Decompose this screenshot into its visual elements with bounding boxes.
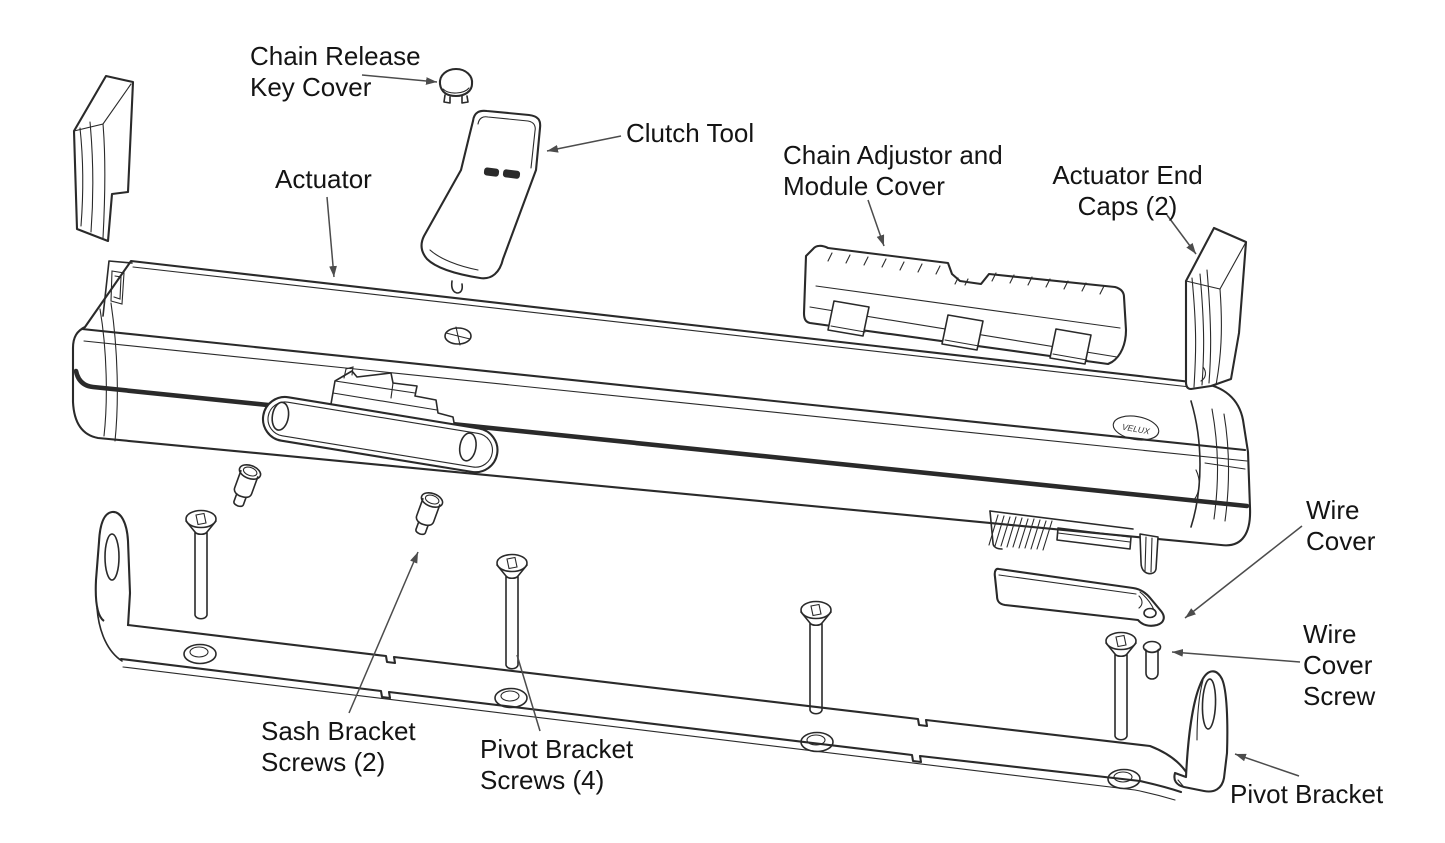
leader-actuator (326, 196, 337, 278)
sash-bracket (261, 395, 499, 474)
leader-pivot-bracket-screws (516, 654, 541, 732)
leader-wire-cover-screw (1171, 648, 1301, 663)
pivot-bracket-screw (185, 509, 217, 620)
wire-cover (993, 567, 1165, 627)
leader-chain-release-key-cover (361, 74, 438, 85)
actuator-end-cap-left (72, 74, 135, 243)
label-actuator: Actuator (275, 164, 372, 194)
label-chain-release-key-cover: Chain Release Key Cover (250, 41, 421, 102)
leader-wire-cover (1184, 525, 1303, 619)
pivot-bracket-left-ear (94, 510, 132, 627)
actuator-groove (73, 368, 1250, 509)
wire-cover-screw (1142, 640, 1162, 680)
label-actuator-end-caps: Actuator End Caps (2) (1052, 160, 1203, 221)
leader-chain-adjustor (867, 199, 885, 247)
cover-tab (827, 300, 870, 337)
leader-clutch-tool (546, 135, 622, 153)
label-pivot-bracket-screws: Pivot Bracket Screws (4) (480, 734, 634, 795)
cover-tab (1049, 328, 1092, 365)
cover-tab (941, 314, 984, 351)
chain-adjustor-module-cover (802, 244, 1128, 366)
label-clutch-tool: Clutch Tool (626, 118, 755, 148)
leader-lines (326, 74, 1303, 777)
clutch-tool (420, 109, 542, 294)
label-wire-cover: Wire Cover (1306, 495, 1376, 556)
leader-sash-bracket-screws (348, 551, 419, 714)
brand-logo: VELUX (1112, 415, 1160, 441)
leader-pivot-bracket (1234, 753, 1300, 777)
wire-connector-recess (988, 510, 1159, 575)
bracket-hole (183, 643, 1141, 790)
actuator-body: VELUX (71, 259, 1252, 575)
pivot-bracket-right-ear (1173, 670, 1229, 793)
pivot-bracket-screw (496, 553, 528, 670)
chain-release-key-cover (438, 67, 474, 104)
label-pivot-bracket: Pivot Bracket (1230, 779, 1384, 809)
actuator-ridge (80, 327, 1247, 452)
label-wire-cover-screw: Wire Cover Screw (1303, 619, 1376, 711)
pivot-bracket (94, 510, 1229, 801)
label-sash-bracket-screws: Sash Bracket Screws (2) (261, 716, 416, 777)
label-chain-adjustor-module-cover: Chain Adjustor and Module Cover (783, 140, 1003, 201)
actuator-top-tab (102, 260, 133, 317)
top-screw (444, 326, 472, 346)
wire-outlet-tab (1139, 533, 1159, 575)
brand-logo-text: VELUX (1121, 422, 1151, 437)
actuator-end-cap-right (1184, 226, 1248, 391)
pivot-bracket-screw (800, 600, 832, 715)
pivot-bracket-screw (1105, 631, 1137, 741)
sash-bracket-screw (233, 464, 262, 508)
leader-end-caps (1166, 214, 1197, 255)
sash-bracket-screw (415, 492, 444, 536)
